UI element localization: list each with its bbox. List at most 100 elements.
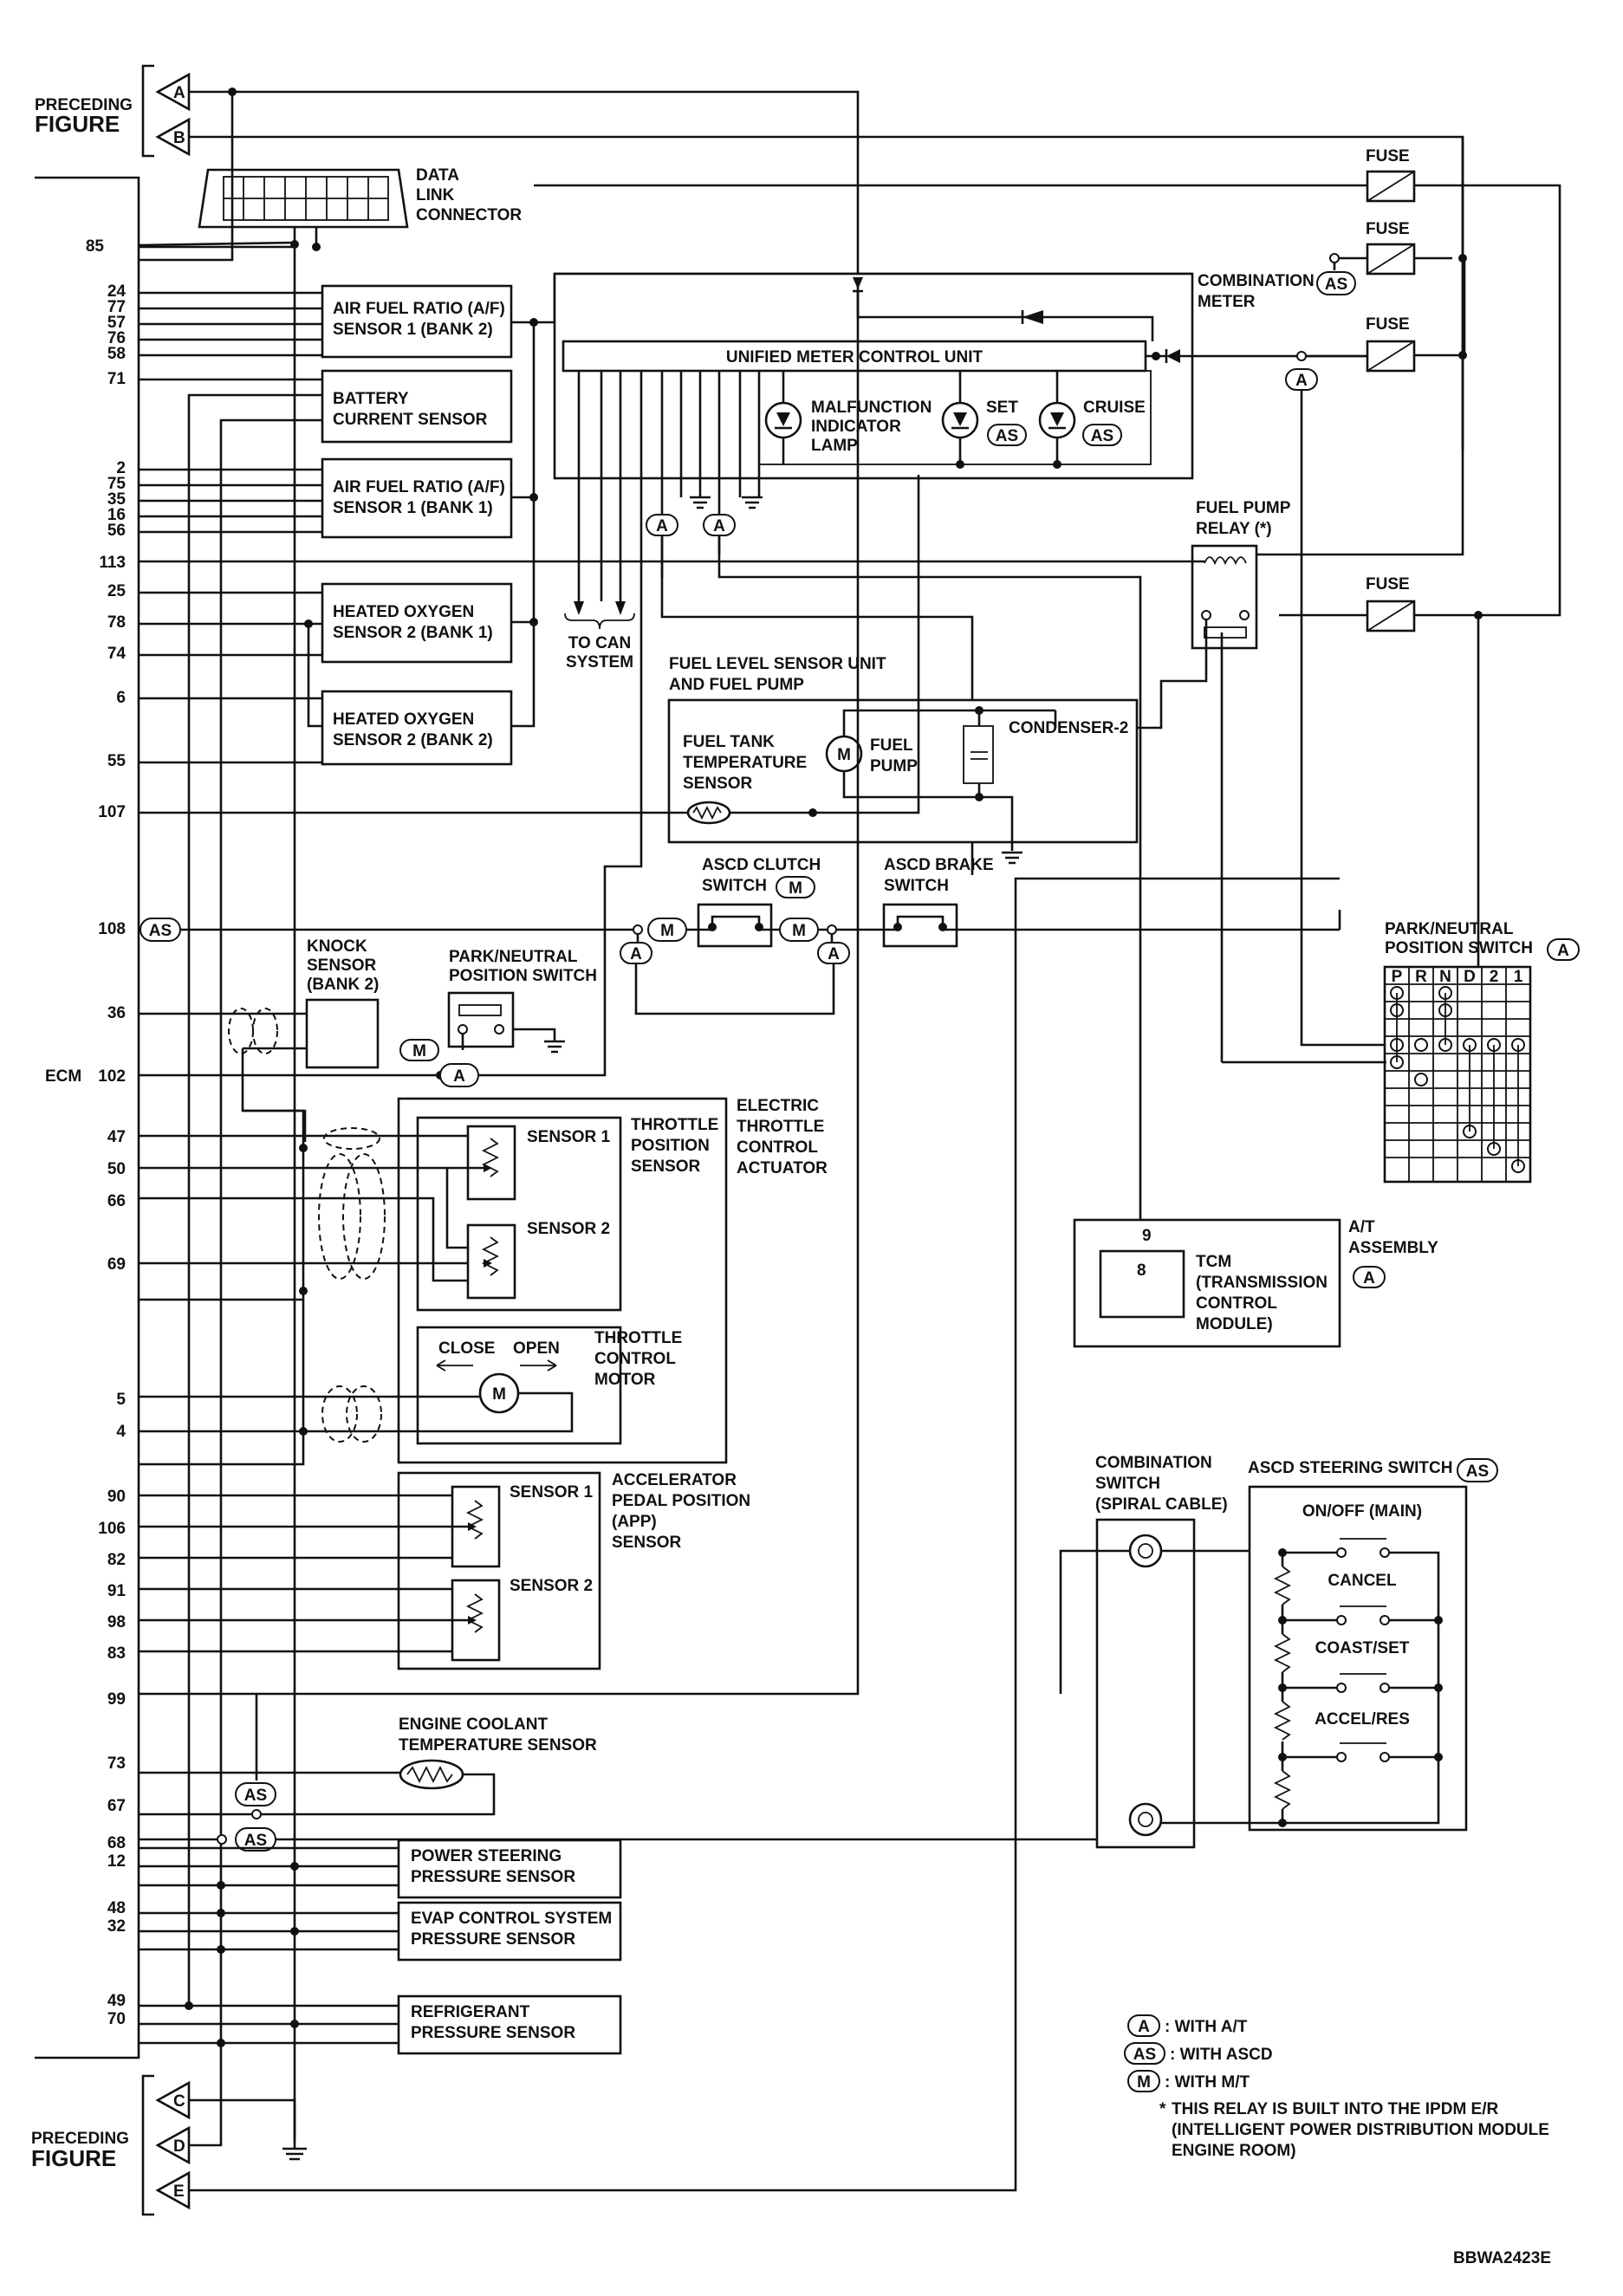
combination-meter: COMBINATION METER UNIFIED METER CONTROL … — [553, 272, 1378, 601]
preceding-figure-bottom: PRECEDING FIGURE C D E — [31, 2045, 307, 2216]
connector-c-bottom: C — [173, 2092, 185, 2111]
pin: 50 — [107, 1160, 126, 1178]
badge-a-108-right: A — [817, 942, 850, 964]
svg-text:TEMPERATURE: TEMPERATURE — [683, 754, 807, 772]
svg-text:SENSOR 1 (BANK 2): SENSOR 1 (BANK 2) — [333, 321, 493, 339]
badge-a-pnp: A — [1547, 938, 1580, 961]
svg-text:SWITCH: SWITCH — [884, 877, 949, 895]
svg-text:(TRANSMISSION: (TRANSMISSION — [1196, 1274, 1328, 1292]
park-neutral-position-switch-table: PARK/NEUTRAL POSITION SWITCH P R N D 2 1 — [1383, 920, 1533, 1184]
badge-a-108-left: A — [620, 942, 652, 964]
pin: 2 — [116, 459, 126, 477]
fuel-pump-relay: FUEL PUMP RELAY (*) — [139, 499, 1291, 730]
pin: 91 — [107, 1582, 127, 1600]
wire-99 — [139, 277, 860, 1696]
pin: 69 — [107, 1255, 126, 1274]
pin: 98 — [107, 1613, 126, 1631]
park-neutral-position-switch-small: PARK/NEUTRAL POSITION SWITCH — [447, 948, 597, 1054]
wire-pnp — [971, 863, 1386, 1239]
legend-note-2: (INTELLIGENT POWER DISTRIBUTION MODULE — [1172, 2121, 1549, 2139]
pin: 113 — [99, 554, 126, 572]
badge-m-108: M — [647, 918, 687, 942]
pin: 66 — [107, 1192, 126, 1210]
svg-text:PRESSURE SENSOR: PRESSURE SENSOR — [411, 1930, 575, 1949]
badge-a-fuse: A — [1285, 368, 1318, 391]
pin: 75 — [107, 475, 127, 493]
wire-a-to-pnp — [1300, 390, 1386, 1047]
svg-text:AS: AS — [1466, 1463, 1489, 1481]
svg-text:POSITION: POSITION — [631, 1137, 710, 1155]
pin: 4 — [116, 1423, 126, 1441]
svg-text:AS: AS — [996, 427, 1018, 445]
svg-text:AS: AS — [244, 1787, 267, 1805]
svg-text:SET: SET — [986, 399, 1018, 417]
preceding-label-top-2: FIGURE — [35, 111, 120, 137]
pin: 12 — [107, 1852, 126, 1871]
svg-text:M: M — [792, 922, 806, 940]
cruise-lamp: CRUISE — [1038, 371, 1146, 464]
svg-text:A: A — [1295, 372, 1308, 390]
svg-text:(BANK 2): (BANK 2) — [307, 976, 379, 994]
svg-text:SENSOR 2 (BANK 1): SENSOR 2 (BANK 1) — [333, 624, 493, 642]
svg-text:PRECEDING: PRECEDING — [31, 2130, 129, 2148]
pin: 35 — [107, 490, 127, 509]
svg-text:HEATED OXYGEN: HEATED OXYGEN — [333, 603, 474, 621]
figure-code: BBWA2423E — [1453, 2249, 1551, 2267]
svg-text:PARK/NEUTRAL: PARK/NEUTRAL — [449, 948, 578, 966]
svg-text:EVAP CONTROL SYSTEM: EVAP CONTROL SYSTEM — [411, 1910, 612, 1928]
svg-text:REFRIGERANT: REFRIGERANT — [411, 2003, 530, 2021]
svg-text:METER: METER — [1198, 293, 1256, 311]
svg-text:SENSOR 2 (BANK 2): SENSOR 2 (BANK 2) — [333, 731, 493, 749]
svg-text:SENSOR: SENSOR — [631, 1158, 701, 1176]
svg-text:M: M — [837, 746, 851, 764]
svg-text:FUEL LEVEL SENSOR UNIT: FUEL LEVEL SENSOR UNIT — [669, 655, 886, 673]
svg-text:R: R — [1415, 968, 1427, 986]
svg-text:HEATED OXYGEN: HEATED OXYGEN — [333, 710, 474, 729]
svg-text:N: N — [1439, 968, 1451, 986]
svg-text:(APP): (APP) — [612, 1513, 657, 1531]
badge-a-tcm: A — [1353, 1266, 1386, 1288]
svg-text:KNOCK: KNOCK — [307, 937, 367, 956]
svg-text:PUMP: PUMP — [870, 757, 918, 775]
svg-text:M: M — [412, 1042, 426, 1060]
svg-text:ACCEL/RES: ACCEL/RES — [1315, 1710, 1410, 1728]
svg-text:AS: AS — [244, 1832, 267, 1850]
preceding-label-top-1: PRECEDING — [35, 96, 133, 114]
svg-text:FUEL TANK: FUEL TANK — [683, 733, 775, 751]
af-sensor-bank2: AIR FUEL RATIO (A/F) SENSOR 1 (BANK 2) — [139, 284, 513, 359]
legend-a: : WITH A/T — [1165, 2018, 1248, 2036]
svg-text:ASSEMBLY: ASSEMBLY — [1348, 1239, 1438, 1257]
meter-grounds — [690, 496, 763, 509]
tcm-pin-9: 9 — [1142, 1227, 1152, 1245]
pin: 57 — [107, 314, 126, 332]
svg-text:SENSOR 2: SENSOR 2 — [510, 1577, 593, 1595]
svg-text:SENSOR 1: SENSOR 1 — [510, 1483, 594, 1501]
pin: 25 — [107, 582, 127, 600]
pin: 68 — [107, 1834, 126, 1852]
svg-text:PEDAL POSITION: PEDAL POSITION — [612, 1492, 750, 1510]
svg-text:OPEN: OPEN — [513, 1339, 560, 1358]
badge-as-108: AS — [140, 918, 181, 942]
pin: 76 — [107, 329, 126, 347]
svg-text:A/T: A/T — [1348, 1218, 1375, 1236]
svg-text:ENGINE COOLANT: ENGINE COOLANT — [399, 1716, 548, 1734]
svg-text:D: D — [1464, 968, 1476, 986]
pin: 77 — [107, 298, 126, 316]
svg-text:FIGURE: FIGURE — [31, 2145, 116, 2171]
svg-text:M: M — [789, 879, 802, 898]
to-can-system: TO CAN SYSTEM — [564, 601, 635, 671]
svg-text:AS: AS — [1133, 2046, 1156, 2064]
svg-text:MODULE): MODULE) — [1196, 1315, 1273, 1333]
pin: 73 — [107, 1754, 126, 1773]
svg-text:POSITION SWITCH: POSITION SWITCH — [449, 967, 597, 985]
svg-text:ACCELERATOR: ACCELERATOR — [612, 1471, 737, 1489]
heated-oxygen-sensor-bank2: HEATED OXYGEN SENSOR 2 (BANK 2) — [139, 619, 513, 766]
refrigerant-pressure-sensor: REFRIGERANT PRESSURE SENSOR — [139, 1994, 622, 2055]
combination-switch-spiral-cable: COMBINATION SWITCH (SPIRAL CABLE) — [1059, 1454, 1282, 1849]
pin: 106 — [98, 1520, 126, 1538]
svg-text:SENSOR: SENSOR — [612, 1534, 682, 1552]
badge-m-pnp: M — [399, 1039, 439, 1061]
ecm-label: ECM — [45, 1067, 81, 1086]
fuses: FUSE FUSE FUSE FUSE — [534, 137, 1561, 979]
badge-as-67: AS — [235, 1827, 276, 1852]
